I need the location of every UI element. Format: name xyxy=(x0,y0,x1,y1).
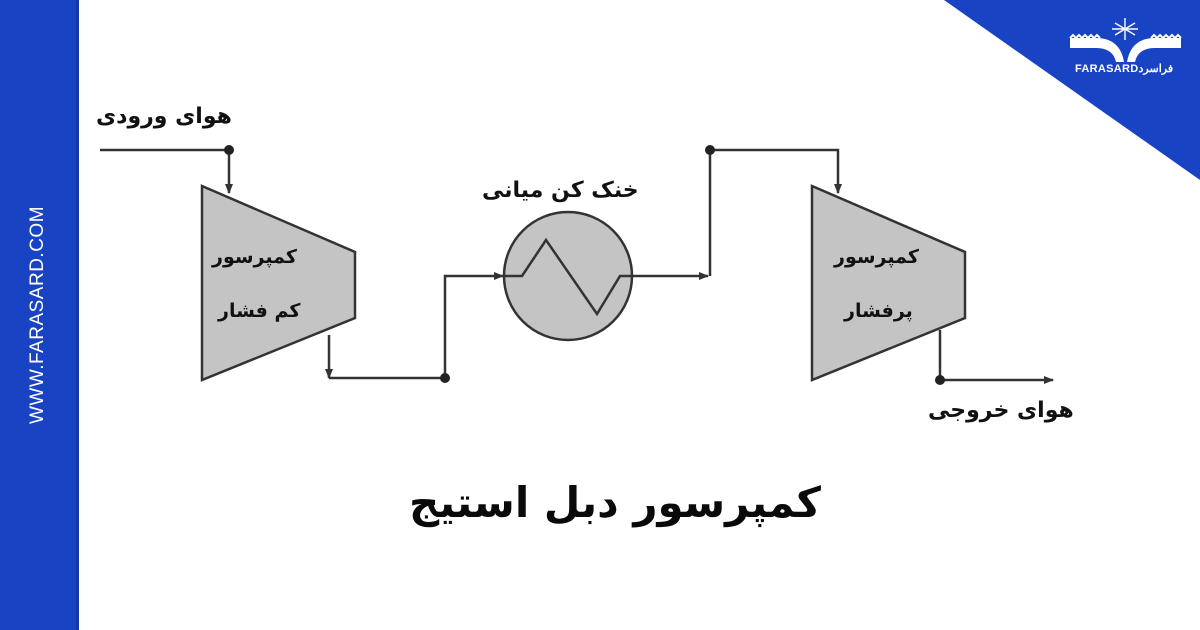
hp-compressor-label-line2: پرفشار xyxy=(844,300,913,322)
hp-outlet-line xyxy=(938,330,1054,384)
inlet-label: هوای ورودی xyxy=(96,104,232,129)
hp-compressor-shape xyxy=(810,184,967,382)
junction-dot xyxy=(440,373,450,383)
outlet-label: هوای خروجی xyxy=(928,398,1074,423)
brand-sidebar: WWW.FARASARD.COM xyxy=(0,0,79,630)
intercooler-coil-icon xyxy=(504,237,633,317)
hp-compressor-label-line1: کمپرسور xyxy=(834,246,919,268)
junction-dot xyxy=(705,145,715,155)
logo-text-latin: FARASARD xyxy=(1075,63,1139,75)
lp-to-cooler-line xyxy=(329,272,504,380)
lp-compressor-shape xyxy=(200,184,357,382)
farasard-logo-icon xyxy=(1069,18,1182,62)
hp-feed-line xyxy=(708,148,842,276)
inlet-line xyxy=(100,148,233,194)
lp-compressor-label-line2: کم فشار xyxy=(218,300,301,322)
logo-wordmark: FARASARDفراسرد xyxy=(1075,62,1173,75)
page-title: کمپرسور دبل استیج xyxy=(409,478,821,527)
logo-text-persian: فراسرد xyxy=(1138,63,1174,75)
junction-dot xyxy=(224,145,234,155)
junction-dot xyxy=(935,375,945,385)
lp-compressor-label-line1: کمپرسور xyxy=(212,246,297,268)
intercooler-label: خنک کن میانی xyxy=(482,178,639,203)
